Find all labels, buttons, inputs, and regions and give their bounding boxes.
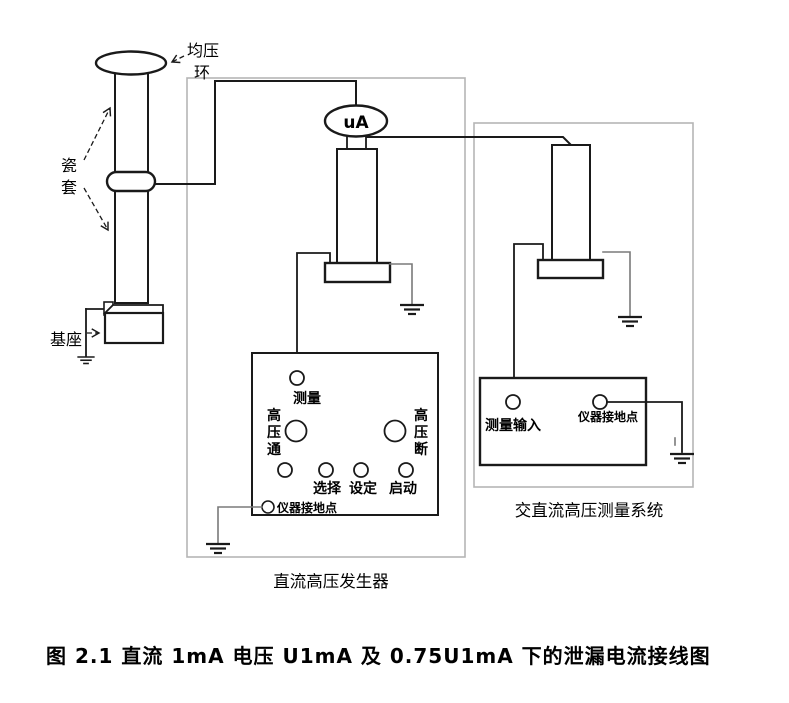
pedestal-top-face <box>102 304 164 314</box>
divider-base <box>536 258 605 280</box>
panel-ground-label: 仪器接地点 <box>276 500 337 515</box>
grading-ring-label: 环 <box>194 63 210 82</box>
ground-symbol <box>398 303 426 316</box>
measure-tap-wire <box>296 252 331 372</box>
hv-on-label: 高 <box>267 407 281 424</box>
unit-ground-lead <box>606 401 683 453</box>
hv-link-wire <box>365 136 574 148</box>
divider-ground-lead <box>602 251 631 317</box>
bushing-label: 套 <box>61 178 77 197</box>
start-button <box>398 462 414 478</box>
microammeter-label: uA <box>343 113 369 133</box>
set-button <box>353 462 369 478</box>
ground-symbol <box>668 452 696 465</box>
unit-ground-terminal <box>592 394 608 410</box>
measure-terminal-label: 测量 <box>293 390 321 407</box>
pedestal <box>103 311 165 345</box>
hv-off-label: 压 <box>414 425 428 441</box>
measuring-unit-box <box>478 376 648 467</box>
hv-on-label: 压 <box>267 425 281 441</box>
divider-column <box>551 144 591 261</box>
hv-lead-wire <box>154 80 357 185</box>
start-label: 启动 <box>389 480 417 497</box>
panel-ground-lead <box>217 506 263 544</box>
grading-ring-label: 均压 <box>187 41 219 60</box>
hv-off-label: 高 <box>414 407 428 424</box>
base-label: 基座 <box>50 330 82 349</box>
control-panel-box <box>251 352 439 516</box>
panel-ground-terminal <box>261 500 275 514</box>
test-object: 均压 环 瓷 套 基座 <box>50 41 219 365</box>
generator-enclosure-frame <box>186 77 466 558</box>
control-panel: 测量 高 压 通 高 压 断 选择 设定 启动 仪器接地点 <box>251 352 439 516</box>
measuring-unit: 测量输入 仪器接地点 <box>478 376 648 467</box>
measurement-enclosure-frame <box>473 122 694 488</box>
microammeter <box>323 104 389 138</box>
measure-terminal <box>289 370 305 386</box>
figure-caption: 图 2.1 直流 1mA 电压 U1mA 及 0.75U1mA 下的泄漏电流接线… <box>46 644 711 668</box>
base-ground-lead <box>389 263 413 305</box>
measurement-caption: 交直流高压测量系统 <box>515 501 664 520</box>
generator-caption: 直流高压发生器 <box>273 572 389 591</box>
input-terminal-label: 测量输入 <box>485 417 541 434</box>
input-tap-wire <box>513 243 544 396</box>
ground-symbol <box>76 356 96 365</box>
input-terminal <box>505 394 521 410</box>
select-label: 选择 <box>313 480 342 497</box>
generator-column <box>336 148 378 264</box>
hv-off-label: 断 <box>414 441 428 458</box>
measurement-system: 测量输入 仪器接地点 交直流高压测量系统 <box>478 144 696 520</box>
hv-on-button <box>284 419 308 443</box>
hv-off-button <box>383 419 407 443</box>
generator-base <box>323 261 392 284</box>
ground-symbol <box>204 542 232 555</box>
pointer-arrow <box>83 187 109 232</box>
hv-on-label: 通 <box>267 442 281 458</box>
select-button <box>318 462 334 478</box>
ground-symbol <box>616 315 644 328</box>
unit-ground-label: 仪器接地点 <box>577 409 638 424</box>
set-label: 设定 <box>349 480 377 497</box>
bushing-label: 瓷 <box>61 156 77 175</box>
grading-ring <box>94 50 168 76</box>
pointer-arrow <box>83 106 112 161</box>
panel-button <box>277 462 293 478</box>
pointer-arrow <box>170 54 185 64</box>
bushing-shed <box>105 170 157 193</box>
dc-hv-generator: uA 测量 高 压 通 高 压 断 <box>204 104 439 591</box>
